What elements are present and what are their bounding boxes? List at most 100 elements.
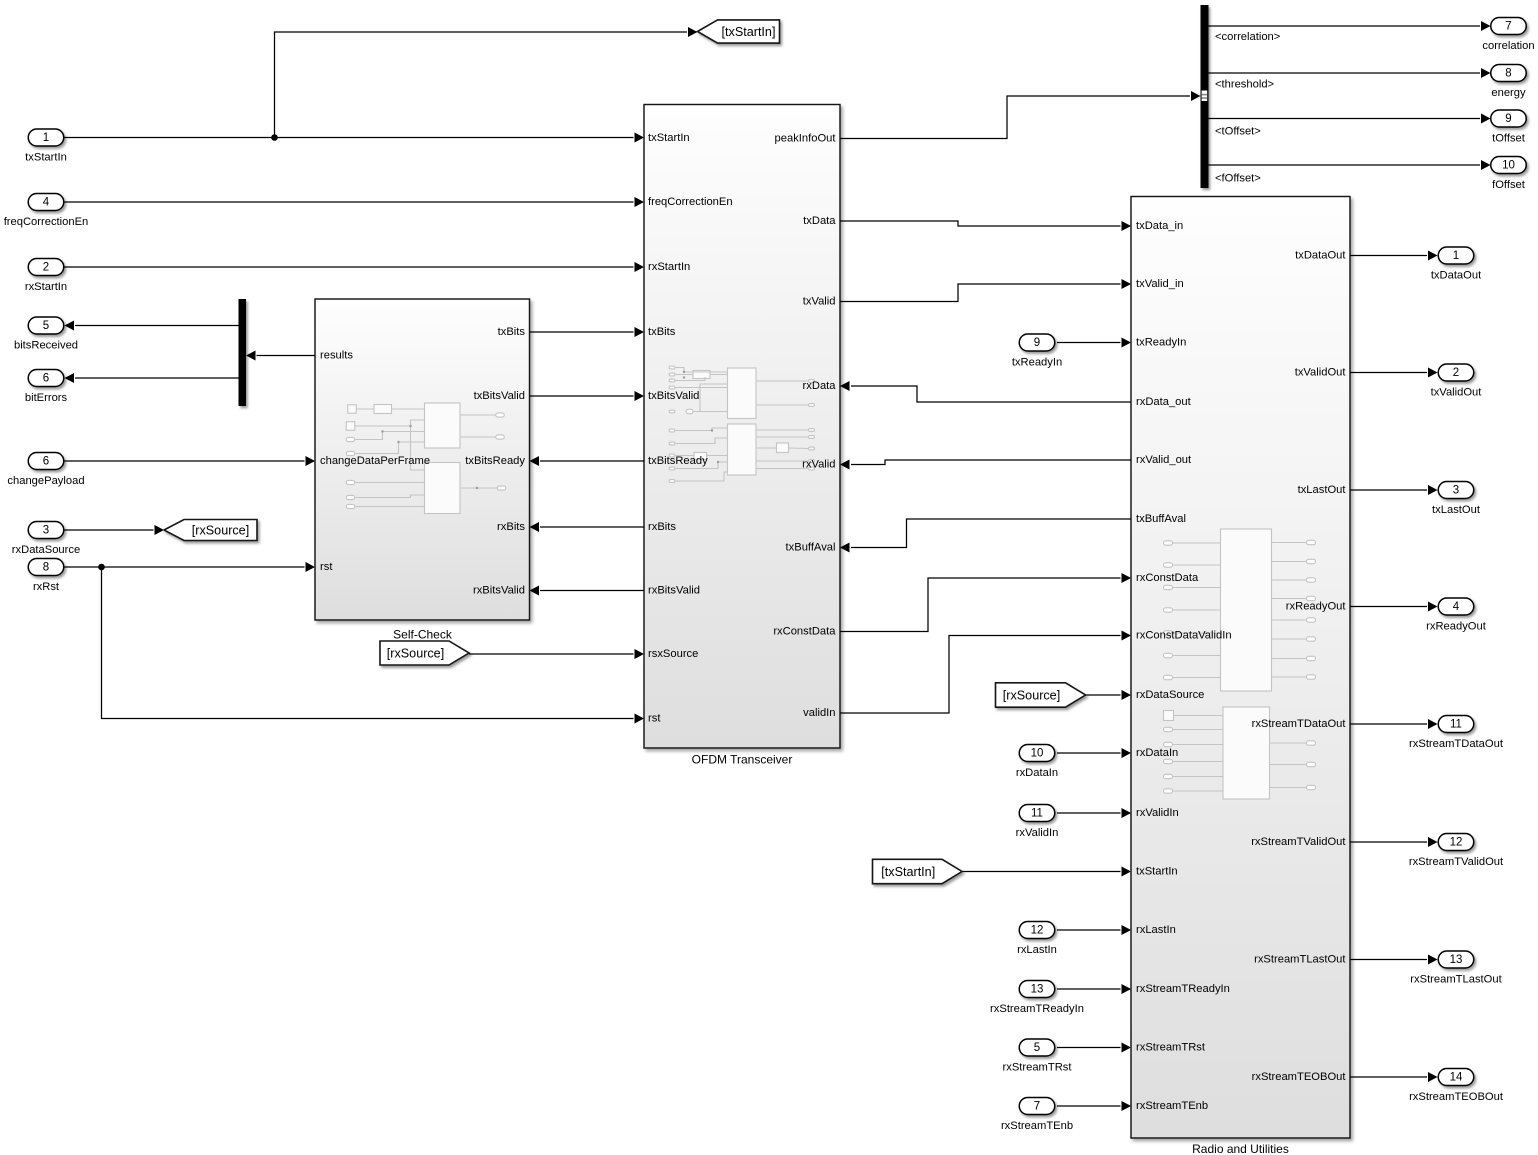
svg-text:3: 3 bbox=[43, 525, 49, 537]
svg-text:2: 2 bbox=[43, 262, 49, 274]
svg-text:13: 13 bbox=[1031, 984, 1044, 996]
svg-text:rxStreamTRst: rxStreamTRst bbox=[1003, 1062, 1073, 1074]
svg-text:<threshold>: <threshold> bbox=[1215, 79, 1274, 91]
svg-text:rxDataSource: rxDataSource bbox=[1136, 689, 1204, 701]
svg-text:<correlation>: <correlation> bbox=[1215, 31, 1280, 43]
svg-text:rxDataSource: rxDataSource bbox=[12, 544, 80, 556]
svg-text:<tOffset>: <tOffset> bbox=[1215, 126, 1261, 138]
svg-text:3: 3 bbox=[1453, 485, 1459, 497]
svg-text:rst: rst bbox=[648, 713, 661, 725]
svg-text:changeDataPerFrame: changeDataPerFrame bbox=[320, 455, 430, 467]
svg-text:7: 7 bbox=[1505, 21, 1511, 33]
svg-text:rxStreamTReadyIn: rxStreamTReadyIn bbox=[1136, 983, 1230, 995]
svg-text:10: 10 bbox=[1031, 748, 1044, 760]
svg-text:13: 13 bbox=[1450, 954, 1463, 966]
svg-text:rxBits: rxBits bbox=[648, 521, 676, 533]
svg-text:txLastOut: txLastOut bbox=[1432, 504, 1481, 516]
svg-text:12: 12 bbox=[1031, 925, 1044, 937]
svg-text:rxBitsValid: rxBitsValid bbox=[473, 585, 525, 597]
svg-text:rst: rst bbox=[320, 561, 333, 573]
svg-text:txBits: txBits bbox=[648, 326, 676, 338]
svg-text:11: 11 bbox=[1031, 808, 1043, 820]
svg-text:fOffset: fOffset bbox=[1492, 179, 1526, 191]
svg-text:rxData_out: rxData_out bbox=[1136, 396, 1192, 408]
svg-text:txStartIn: txStartIn bbox=[25, 152, 67, 164]
svg-text:rxStreamTLastOut: rxStreamTLastOut bbox=[1410, 974, 1502, 986]
svg-text:rxConstData: rxConstData bbox=[1136, 572, 1199, 584]
svg-text:rxStreamTEOBOut: rxStreamTEOBOut bbox=[1409, 1091, 1504, 1103]
svg-text:14: 14 bbox=[1450, 1072, 1463, 1084]
svg-text:OFDM Transceiver: OFDM Transceiver bbox=[692, 753, 793, 767]
svg-text:rxReadyOut: rxReadyOut bbox=[1286, 601, 1347, 613]
svg-text:rxStreamTDataOut: rxStreamTDataOut bbox=[1252, 718, 1347, 730]
svg-text:rxValidIn: rxValidIn bbox=[1136, 807, 1179, 819]
svg-text:rxLastIn: rxLastIn bbox=[1017, 944, 1057, 956]
svg-text:correlation: correlation bbox=[1482, 40, 1534, 52]
svg-text:txReadyIn: txReadyIn bbox=[1012, 357, 1062, 369]
svg-text:rxStreamTValidOut: rxStreamTValidOut bbox=[1409, 856, 1504, 868]
svg-text:[txStartIn]: [txStartIn] bbox=[722, 25, 776, 39]
svg-text:txBitsReady: txBitsReady bbox=[465, 455, 525, 467]
svg-text:6: 6 bbox=[43, 373, 49, 385]
svg-text:Radio and Utilities: Radio and Utilities bbox=[1192, 1142, 1289, 1155]
svg-text:rxStartIn: rxStartIn bbox=[648, 261, 690, 273]
svg-text:rxReadyOut: rxReadyOut bbox=[1426, 621, 1487, 633]
svg-text:txData: txData bbox=[803, 215, 836, 227]
svg-text:txBuffAval: txBuffAval bbox=[1136, 513, 1186, 525]
svg-text:<fOffset>: <fOffset> bbox=[1215, 173, 1261, 185]
svg-text:4: 4 bbox=[43, 197, 50, 209]
svg-text:5: 5 bbox=[43, 320, 49, 332]
svg-text:rxStreamTRst: rxStreamTRst bbox=[1136, 1042, 1206, 1054]
svg-text:bitErrors: bitErrors bbox=[25, 392, 68, 404]
svg-text:rsxSource: rsxSource bbox=[648, 648, 698, 660]
svg-text:1: 1 bbox=[43, 132, 49, 144]
svg-text:5: 5 bbox=[1034, 1042, 1040, 1054]
svg-text:txValid: txValid bbox=[803, 296, 836, 308]
svg-text:txReadyIn: txReadyIn bbox=[1136, 337, 1186, 349]
svg-text:11: 11 bbox=[1450, 719, 1462, 731]
svg-text:rxConstDataValidIn: rxConstDataValidIn bbox=[1136, 630, 1232, 642]
svg-text:txBitsValid: txBitsValid bbox=[648, 390, 699, 402]
svg-text:changePayload: changePayload bbox=[7, 475, 84, 487]
svg-text:6: 6 bbox=[43, 456, 49, 468]
svg-text:rxBitsValid: rxBitsValid bbox=[648, 585, 700, 597]
svg-text:rxStreamTDataOut: rxStreamTDataOut bbox=[1409, 738, 1504, 750]
svg-text:txLastOut: txLastOut bbox=[1298, 484, 1347, 496]
svg-text:rxValidIn: rxValidIn bbox=[1016, 827, 1059, 839]
svg-text:results: results bbox=[320, 350, 353, 362]
svg-text:[txStartIn]: [txStartIn] bbox=[881, 865, 935, 879]
svg-text:[rxSource]: [rxSource] bbox=[192, 524, 249, 538]
svg-text:freqCorrectionEn: freqCorrectionEn bbox=[4, 216, 89, 228]
svg-text:bitsReceived: bitsReceived bbox=[14, 340, 78, 352]
svg-text:validIn: validIn bbox=[803, 707, 835, 719]
svg-text:rxStreamTLastOut: rxStreamTLastOut bbox=[1254, 954, 1346, 966]
svg-text:txBits: txBits bbox=[498, 326, 526, 338]
svg-text:rxStreamTEnb: rxStreamTEnb bbox=[1001, 1120, 1073, 1132]
svg-text:tOffset: tOffset bbox=[1492, 133, 1526, 145]
svg-text:4: 4 bbox=[1453, 601, 1460, 613]
svg-text:rxValid: rxValid bbox=[802, 459, 835, 471]
svg-text:rxStreamTReadyIn: rxStreamTReadyIn bbox=[990, 1003, 1084, 1015]
svg-text:rxRst: rxRst bbox=[33, 581, 60, 593]
svg-text:9: 9 bbox=[1034, 337, 1040, 349]
svg-text:txDataOut: txDataOut bbox=[1431, 270, 1482, 282]
svg-text:8: 8 bbox=[1505, 68, 1511, 80]
svg-text:txData_in: txData_in bbox=[1136, 220, 1183, 232]
svg-text:rxBits: rxBits bbox=[497, 521, 525, 533]
svg-text:7: 7 bbox=[1034, 1101, 1040, 1113]
svg-text:freqCorrectionEn: freqCorrectionEn bbox=[648, 196, 733, 208]
svg-text:2: 2 bbox=[1453, 367, 1459, 379]
svg-text:rxLastIn: rxLastIn bbox=[1136, 924, 1176, 936]
svg-text:txValid_in: txValid_in bbox=[1136, 278, 1184, 290]
svg-text:rxValid_out: rxValid_out bbox=[1136, 454, 1192, 466]
svg-text:rxStreamTEOBOut: rxStreamTEOBOut bbox=[1252, 1071, 1347, 1083]
svg-text:rxConstData: rxConstData bbox=[773, 626, 836, 638]
svg-text:txBitsReady: txBitsReady bbox=[648, 455, 708, 467]
svg-text:peakInfoOut: peakInfoOut bbox=[775, 133, 837, 145]
svg-text:[rxSource]: [rxSource] bbox=[1003, 689, 1060, 703]
svg-text:rxStreamTValidOut: rxStreamTValidOut bbox=[1251, 836, 1346, 848]
svg-text:txValidOut: txValidOut bbox=[1431, 387, 1483, 399]
svg-text:rxData: rxData bbox=[803, 380, 837, 392]
svg-text:energy: energy bbox=[1491, 87, 1526, 99]
svg-text:12: 12 bbox=[1450, 837, 1463, 849]
